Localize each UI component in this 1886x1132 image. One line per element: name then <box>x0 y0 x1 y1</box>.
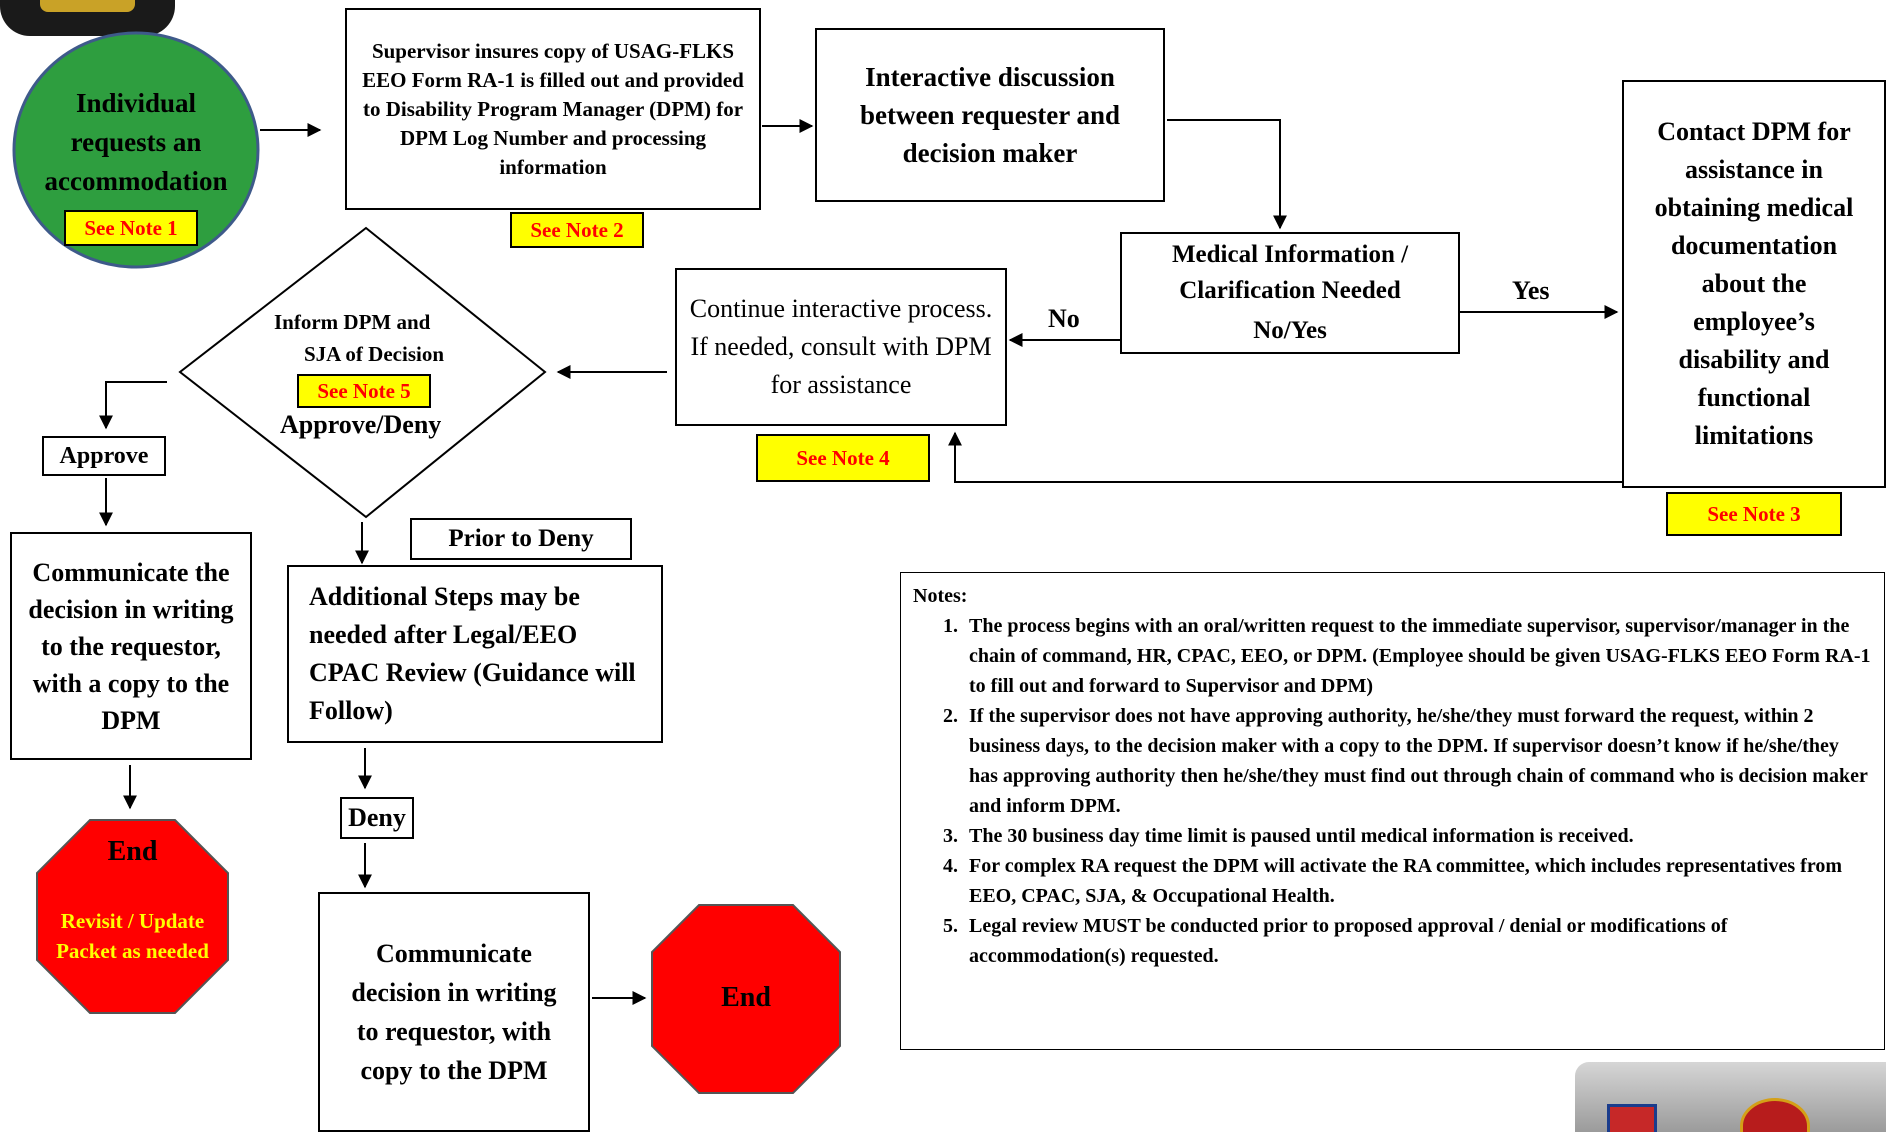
note-item-2: If the supervisor does not have approvin… <box>963 701 1872 821</box>
step-continue-box: Continue interactive process. If needed,… <box>675 268 1007 426</box>
step-continue-text: Continue interactive process. If needed,… <box>689 294 993 399</box>
bottom-right-insignia <box>1575 1062 1886 1132</box>
notes-list: The process begins with an oral/written … <box>913 611 1872 971</box>
inform-line2: SJA of Decision <box>304 342 445 366</box>
decision-medical-line3: No/Yes <box>1253 317 1327 344</box>
note-item-5: Legal review MUST be conducted prior to … <box>963 911 1872 971</box>
label-prior-to-deny: Prior to Deny <box>410 518 632 560</box>
end-stop-sign-approve <box>36 819 229 1014</box>
inform-line1: Inform DPM and <box>274 310 431 334</box>
note-item-1: The process begins with an oral/written … <box>963 611 1872 701</box>
step-interactive-text: Interactive discussion between requester… <box>860 62 1120 168</box>
start-ellipse <box>12 31 260 269</box>
step-supervisor-text: Supervisor insures copy of USAG-FLKS EEO… <box>362 38 744 179</box>
end-deny-title: End <box>721 982 771 1013</box>
note-ref-1: See Note 1 <box>64 210 198 246</box>
inform-line3: Approve/Deny <box>280 410 442 439</box>
note-item-4: For complex RA request the DPM will acti… <box>963 851 1872 911</box>
notes-panel: Notes: The process begins with an oral/w… <box>900 572 1885 1050</box>
communicate-approve-box: Communicate the decision in writing to t… <box>10 532 252 760</box>
decision-medical-line2: Clarification Needed <box>1179 277 1401 304</box>
communicate-approve-text: Communicate the decision in writing to t… <box>28 557 234 735</box>
step-supervisor-box: Supervisor insures copy of USAG-FLKS EEO… <box>345 8 761 210</box>
additional-steps-text: Additional Steps may be needed after Leg… <box>309 582 636 725</box>
inform-decision-diamond <box>178 226 547 519</box>
notes-heading: Notes: <box>913 585 968 607</box>
label-yes: Yes <box>1512 276 1550 305</box>
end-stop-sign-deny <box>651 904 841 1094</box>
note-ref-4: See Note 4 <box>756 434 930 482</box>
step-contact-dpm-text: Contact DPM for assistance in obtaining … <box>1654 117 1854 450</box>
decision-medical-box: Medical Information / Clarification Need… <box>1120 232 1460 354</box>
arrow-inform-to-approve <box>99 381 167 430</box>
end-approve-subtitle: Revisit / Update Packet as needed <box>56 909 209 963</box>
label-deny: Deny <box>340 797 414 839</box>
arrow-contact-to-continue <box>948 431 1622 483</box>
note-ref-3: See Note 3 <box>1666 492 1842 536</box>
arrow-interactive-to-medical <box>1167 119 1287 230</box>
note-item-3: The 30 business day time limit is paused… <box>963 821 1872 851</box>
start-text: Individual requests an accommodation <box>44 88 228 196</box>
communicate-deny-text: Communicate decision in writing to reque… <box>351 939 557 1085</box>
step-contact-dpm-box: Contact DPM for assistance in obtaining … <box>1622 80 1886 488</box>
end-approve-title: End <box>107 836 158 867</box>
additional-steps-box: Additional Steps may be needed after Leg… <box>287 565 663 743</box>
note-ref-5: See Note 5 <box>297 374 431 408</box>
top-left-logo <box>0 0 175 36</box>
label-no: No <box>1048 304 1080 333</box>
step-interactive-box: Interactive discussion between requester… <box>815 28 1165 202</box>
decision-medical-line1: Medical Information / <box>1171 241 1409 268</box>
communicate-deny-box: Communicate decision in writing to reque… <box>318 892 590 1132</box>
label-approve: Approve <box>42 436 166 476</box>
note-ref-2: See Note 2 <box>510 212 644 248</box>
